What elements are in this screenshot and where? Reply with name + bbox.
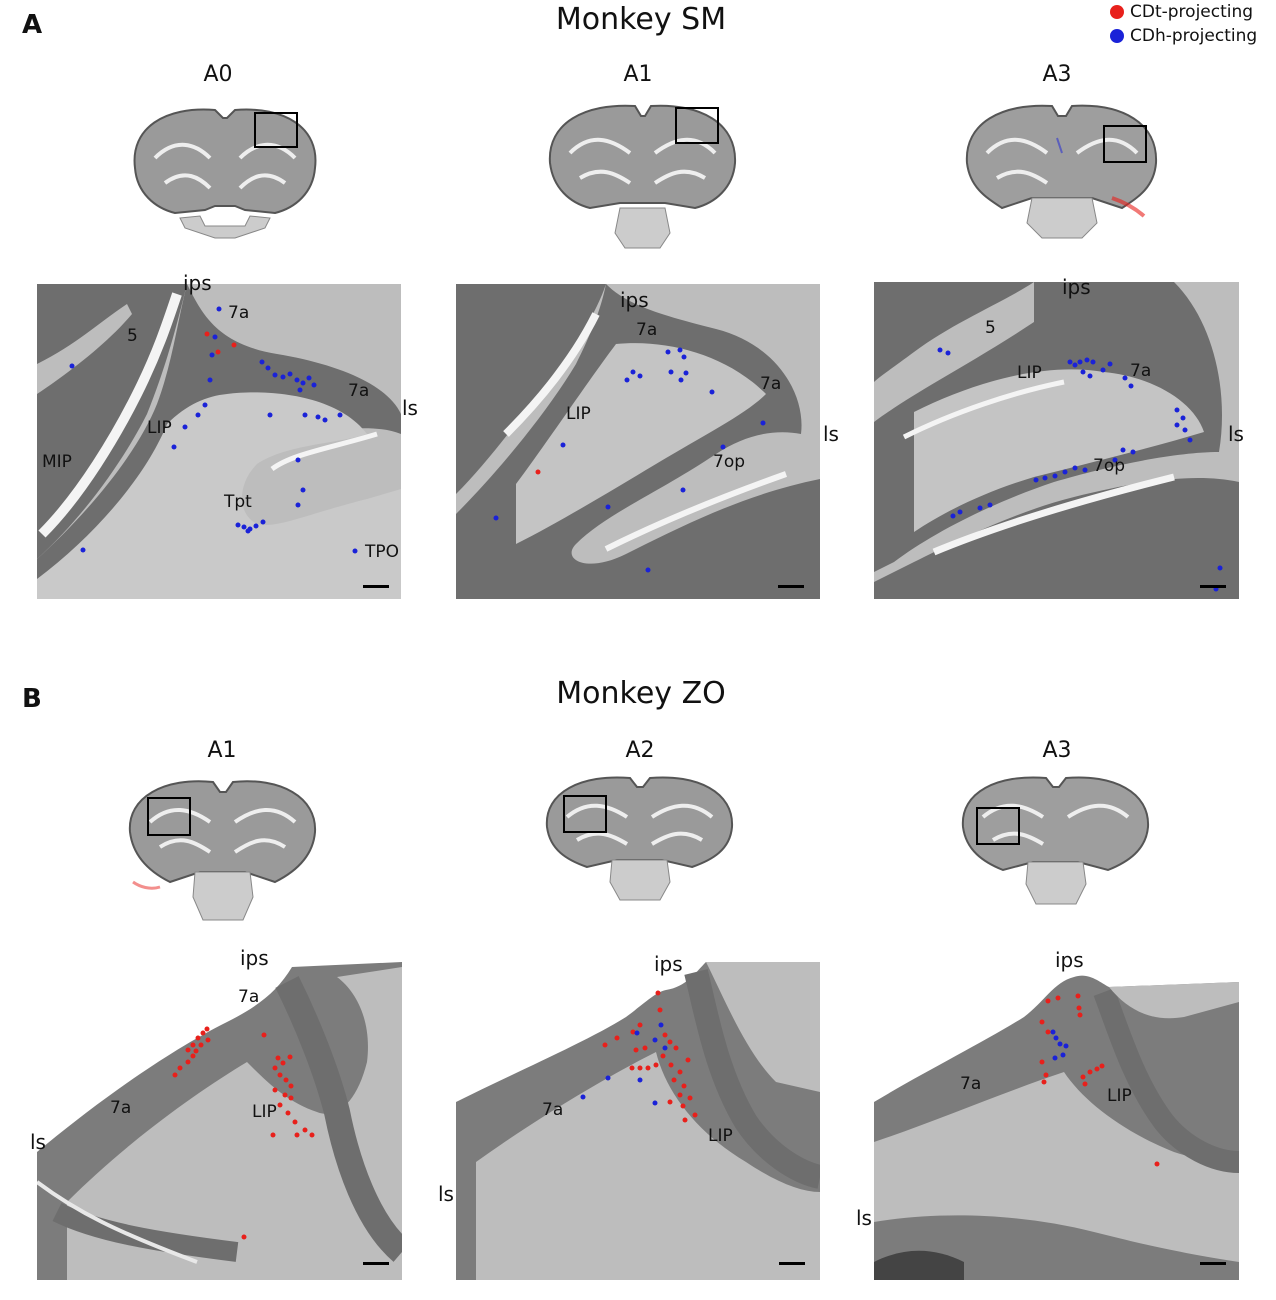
section-label-a3: A3 [1042, 62, 1072, 87]
region-label-ls: ls [438, 1182, 454, 1206]
scale-bar [778, 585, 804, 588]
panel-letter-b: B [22, 684, 42, 714]
cdh-cells-b-a3 [1050, 1029, 1069, 1061]
region-label-7a: 7a [228, 303, 250, 323]
region-label-tpt: Tpt [224, 492, 252, 512]
cdh-cells-a1 [493, 347, 766, 573]
region-label-lip: LIP [708, 1126, 733, 1146]
scale-bar [1200, 1262, 1226, 1265]
region-label-lip: LIP [252, 1102, 277, 1122]
section-label-a2: A2 [625, 738, 655, 763]
detail-image-b-a2 [456, 962, 820, 1280]
region-label-7a: 7a [1130, 361, 1152, 381]
cdh-cells-b-a2 [580, 1022, 668, 1106]
region-label-lip: LIP [147, 418, 172, 438]
region-label-ls: ls [1228, 422, 1244, 446]
cdt-cells-b-a3 [1039, 993, 1160, 1167]
region-label-7a: 7a [636, 320, 658, 340]
brain-thumbnail-b-a1 [125, 772, 320, 930]
region-label-lip: LIP [1017, 363, 1042, 383]
region-label-7a: 7a [760, 374, 782, 394]
brain-thumbnail-b-a3 [958, 772, 1153, 907]
panel-a-title: Monkey SM [555, 2, 727, 37]
section-label-a3: A3 [1042, 738, 1072, 763]
section-label-a0: A0 [203, 62, 233, 87]
legend: CDt-projecting CDh-projecting [1110, 0, 1257, 48]
cdh-cells-a0 [69, 306, 358, 554]
region-label-5: 5 [985, 318, 996, 338]
scale-bar [363, 585, 389, 588]
region-label-7a: 7a [110, 1098, 132, 1118]
region-label-ips: ips [183, 271, 212, 295]
legend-item-cdh: CDh-projecting [1110, 24, 1257, 48]
region-label-ips: ips [620, 288, 649, 312]
region-label-ips: ips [1062, 275, 1091, 299]
brain-thumbnail-b-a2 [542, 772, 737, 902]
brain-thumbnail-a3 [962, 98, 1162, 248]
roi-box [1103, 125, 1147, 163]
scale-bar [1200, 585, 1226, 588]
roi-box [976, 807, 1020, 845]
brain-thumbnail-a1 [545, 98, 740, 268]
region-label-7a: 7a [348, 381, 370, 401]
roi-box [675, 107, 719, 144]
panel-b-title: Monkey ZO [556, 676, 726, 711]
cdt-cells-a0 [204, 331, 237, 355]
legend-label-cdt: CDt-projecting [1130, 2, 1254, 22]
region-label-mip: MIP [42, 452, 72, 472]
red-dot-icon [1110, 5, 1124, 19]
detail-image-b-a1 [37, 962, 402, 1280]
detail-image-a3 [874, 282, 1239, 599]
region-label-7a: 7a [542, 1100, 564, 1120]
region-label-ls: ls [823, 422, 839, 446]
cdh-cells-a3 [937, 347, 1223, 592]
detail-image-b-a3 [874, 962, 1239, 1280]
scale-bar [363, 1262, 389, 1265]
region-label-ips: ips [240, 946, 269, 970]
panel-letter-a: A [22, 10, 43, 40]
panel-a-dot-overlay [69, 306, 1223, 592]
cdt-cells-a1 [535, 469, 541, 475]
cdt-cells-b-a2 [602, 990, 698, 1123]
region-label-7a: 7a [960, 1074, 982, 1094]
region-label-7op: 7op [1093, 456, 1126, 476]
panel-b-dot-overlay [172, 990, 1160, 1240]
section-label-a1: A1 [623, 62, 653, 87]
region-label-7a: 7a [238, 987, 260, 1007]
region-label-tpo: TPO [365, 542, 400, 562]
region-label-ls: ls [30, 1130, 46, 1154]
region-label-ips: ips [654, 952, 683, 976]
region-label-lip: LIP [566, 404, 591, 424]
detail-image-a0 [37, 284, 401, 599]
roi-box [254, 112, 298, 148]
scale-bar [779, 1262, 805, 1265]
region-label-5: 5 [127, 326, 138, 346]
region-label-lip: LIP [1107, 1086, 1132, 1106]
legend-item-cdt: CDt-projecting [1110, 0, 1257, 24]
legend-label-cdh: CDh-projecting [1130, 26, 1258, 46]
region-label-ips: ips [1055, 948, 1084, 972]
roi-box [147, 797, 191, 836]
section-label-a1: A1 [207, 738, 237, 763]
cdt-cells-b-a1 [172, 1026, 315, 1240]
roi-box [563, 795, 607, 833]
detail-image-a1 [456, 284, 820, 599]
region-label-7op: 7op [713, 452, 746, 472]
brain-thumbnail-a0 [125, 98, 325, 253]
region-label-ls: ls [856, 1206, 872, 1230]
blue-dot-icon [1110, 29, 1124, 43]
region-label-ls: ls [402, 396, 418, 420]
